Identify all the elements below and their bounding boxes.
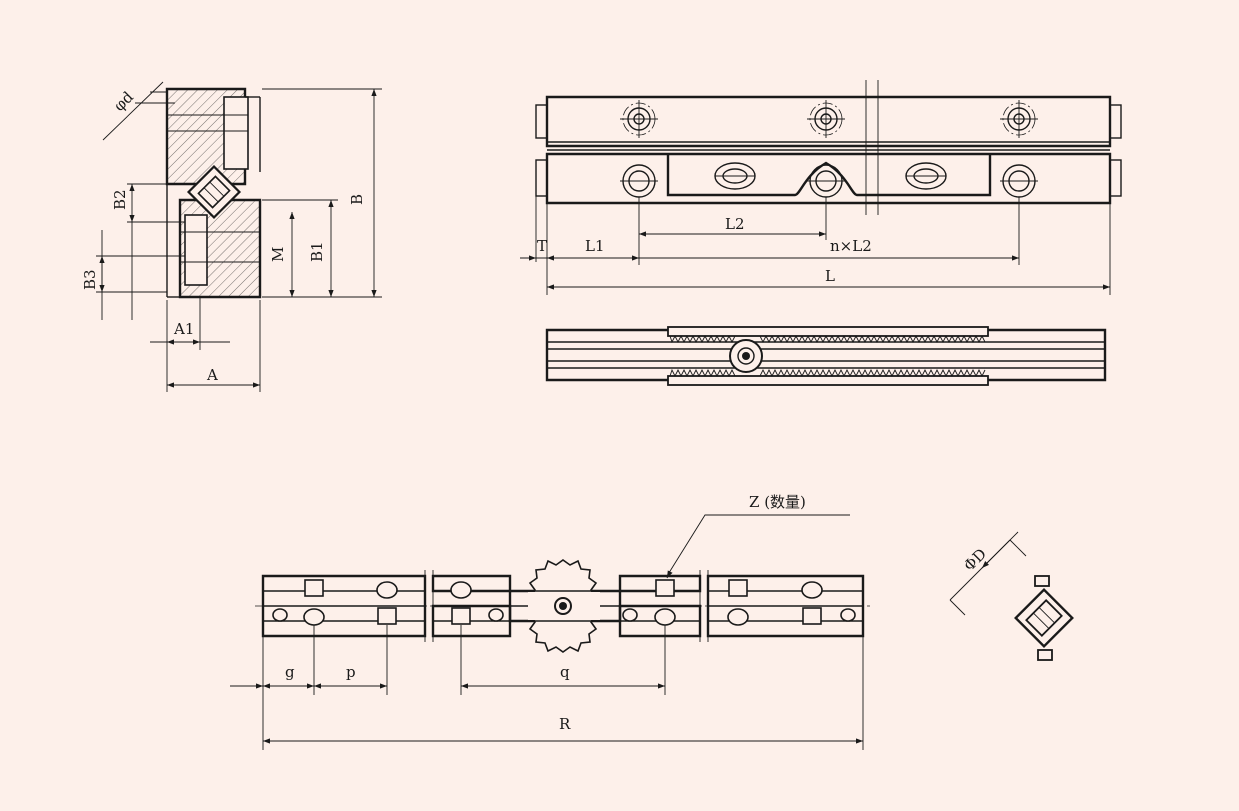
label-L2: L2	[725, 215, 745, 233]
rack-assembly-view: Z (数量) g p q R	[230, 493, 870, 750]
label-q: q	[560, 663, 570, 681]
lower-hole-3	[1000, 164, 1038, 198]
label-g: g	[285, 663, 295, 681]
label-L: L	[825, 267, 835, 285]
cross-section-view: φd B B1 M B2 B3 A1 A	[81, 81, 382, 392]
label-M: M	[269, 247, 287, 262]
label-p: p	[346, 663, 356, 681]
upper-hole-3	[1000, 100, 1038, 138]
pinion-gear	[510, 559, 620, 653]
label-A1: A1	[173, 320, 194, 338]
label-B2: B2	[111, 189, 129, 210]
label-B: B	[348, 194, 366, 205]
label-T: T	[537, 237, 547, 255]
label-B1: B1	[308, 241, 326, 262]
lower-hole-2	[807, 164, 845, 198]
label-phi-D: ΦD	[960, 545, 990, 575]
label-nxL2: n×L2	[830, 237, 872, 255]
roller-detail-view: ΦD	[949, 531, 1074, 661]
cage-roller-1	[714, 162, 756, 190]
label-R: R	[559, 715, 571, 733]
upper-hole-2	[807, 100, 845, 138]
rail-side-view	[545, 326, 1107, 386]
label-Z: Z (数量)	[749, 493, 806, 511]
cage-roller-2	[905, 162, 947, 190]
label-B3: B3	[81, 269, 99, 290]
label-L1: L1	[585, 237, 605, 255]
rail-top-view: L2 T L1 n×L2 L	[520, 80, 1122, 295]
label-A: A	[206, 366, 218, 384]
upper-hole-1	[620, 100, 658, 138]
lower-hole-1	[620, 164, 658, 198]
